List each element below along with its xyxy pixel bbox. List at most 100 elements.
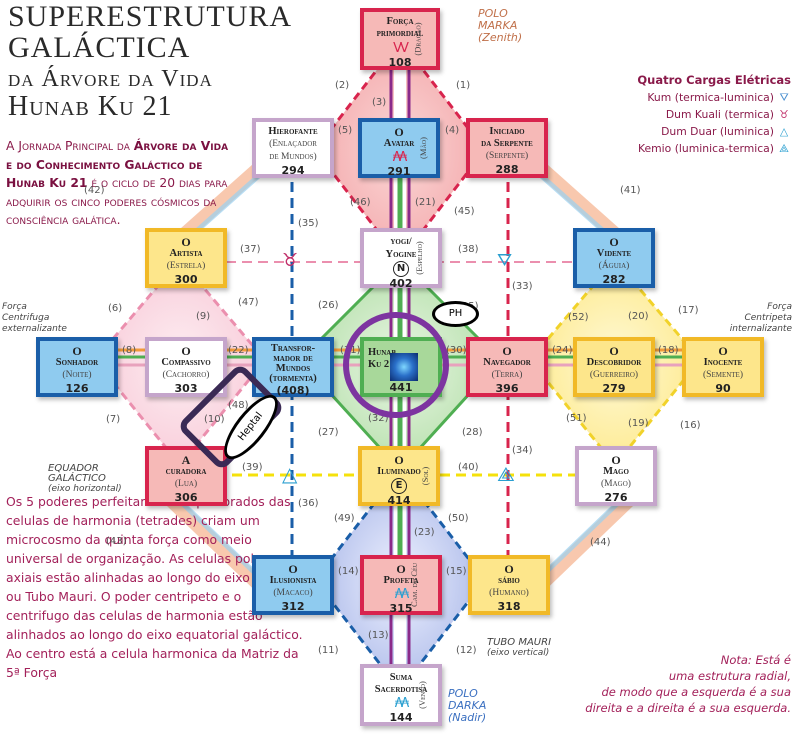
connection-label: (5) (338, 125, 353, 136)
legend-item: Kum (termica-luminica)⛛ (637, 89, 791, 106)
node-yogi-yogine[interactable]: yogi/ Yogine N 402 (Espelho) (360, 228, 442, 290)
node-navegador[interactable]: O Navegador (Terra) 396 (466, 337, 548, 397)
connection-label: (28) (462, 427, 483, 438)
connection-label: (51) (566, 413, 587, 424)
connection-label: (45) (454, 206, 475, 217)
connection-label: (11) (318, 645, 339, 656)
intro-part-2: Árvore da Vida e do Conhecimento Galácti… (6, 139, 229, 191)
connection-label: (46) (350, 197, 371, 208)
intro-part-3: é o ciclo de 20 dias para adquirir os ci… (6, 176, 228, 228)
connection-label: (23) (414, 527, 435, 538)
legend-item: Dum Kuali (termica) ♉ (637, 106, 791, 123)
hunab-ku-emblem-icon (390, 353, 418, 381)
node-vidente[interactable]: O Vidente (Águia) 282 (573, 228, 655, 288)
node-hierofante[interactable]: Hierofante (Enlaçador de Mundos) 294 (252, 118, 334, 178)
node-inocente[interactable]: O Inocente (Semente) 90 (682, 337, 764, 397)
title-line-3: da Árvore da Vida (8, 66, 213, 92)
node-artista[interactable]: O Artista (Estrela) 300 (145, 228, 227, 288)
node-ilusionista[interactable]: O Ilusionista (Macaco) 312 (252, 555, 334, 615)
kum-icon: ⛛ (779, 91, 789, 104)
connection-label: (49) (334, 513, 355, 524)
node-curadora[interactable]: A curadora (Lua) 306 (145, 446, 227, 506)
title-line-1: SUPERESTRUTURA (8, 0, 293, 33)
connection-label: (40) (458, 462, 479, 473)
node-suma-sacerdotisa[interactable]: Suma Sacerdotisa ₳₳ 144 (Vento) (360, 664, 442, 726)
connection-label: (15) (446, 566, 467, 577)
connection-label: (27) (318, 427, 339, 438)
connection-label: (6) (108, 303, 123, 314)
node-sonhador[interactable]: O Sonhador (Noite) 126 (36, 337, 118, 397)
legend-label: Dum Duar (luminica) (661, 125, 774, 138)
connection-label: (26) (318, 300, 339, 311)
connection-label: (7) (106, 414, 121, 425)
connection-label: (21) (415, 197, 436, 208)
connection-label: (43) (106, 536, 127, 547)
node-avatar[interactable]: O Avatar ₳₳ 291 (Mão) (358, 118, 440, 178)
connection-label: (41) (620, 185, 641, 196)
connection-label: (17) (678, 305, 699, 316)
dum-duar-icon: △ (282, 462, 298, 486)
connection-label: (8) (122, 345, 137, 356)
connection-label: (30) (446, 345, 467, 356)
node-iniciado-serpente[interactable]: Iniciado da Serpente (Serpente) 288 (466, 118, 548, 178)
connection-label: (39) (242, 462, 263, 473)
connection-label: (10) (204, 414, 225, 425)
legend-label: Dum Kuali (termica) (665, 108, 774, 121)
connection-label: (38) (458, 244, 479, 255)
connection-label: (1) (456, 80, 471, 91)
connection-label: (2) (335, 80, 350, 91)
glyph-icon: ₳₳ (394, 587, 410, 602)
node-descobridor[interactable]: O Descobridor (Guerreiro) 279 (573, 337, 655, 397)
dum-duar-icon: △ (779, 125, 789, 138)
connection-label: (37) (240, 244, 261, 255)
glyph-icon: E (391, 478, 407, 494)
node-mago[interactable]: O Mago (Mago) 276 (575, 446, 657, 506)
node-compassivo[interactable]: O Compassivo (Cachorro) 303 (145, 337, 227, 397)
glyph-icon: VV (393, 41, 409, 56)
node-forca-primordial[interactable]: Força primordial VV 108 (Dragão) (360, 8, 440, 70)
dum-kuali-icon: ♉ (779, 108, 789, 121)
connection-label: (14) (338, 566, 359, 577)
glyph-icon: ₳₳ (392, 150, 408, 165)
connection-label: (44) (590, 537, 611, 548)
legend-title: Quatro Cargas Elétricas (637, 73, 791, 87)
title-line-2: GALÁCTICA (8, 31, 191, 64)
connection-label: (16) (680, 420, 701, 431)
description-paragraph: Os 5 poderes perfeitamente equili-brados… (6, 494, 303, 680)
connection-label: (9) (196, 311, 211, 322)
page-title: SUPERESTRUTURA GALÁCTICA da Árvore da Vi… (8, 2, 292, 121)
connection-label: (33) (512, 281, 533, 292)
ph-annotation: PH (432, 301, 479, 327)
connection-label: (4) (445, 125, 460, 136)
node-transformador[interactable]: Transfor- mador de Mundos (tormenta) (40… (252, 337, 334, 397)
kemio-icon: ⟁ (779, 142, 789, 155)
connection-label: (52) (568, 312, 589, 323)
connection-label: (48) (228, 400, 249, 411)
intro-part-1: A Jornada Principal da (6, 139, 130, 153)
highlight-circle (343, 312, 449, 418)
legend: Quatro Cargas Elétricas Kum (termica-lum… (637, 72, 791, 157)
kemio-icon: ⟁ (497, 462, 515, 486)
connection-label: (47) (238, 297, 259, 308)
node-iluminado[interactable]: O Iluminado E 414 (Sol) (358, 446, 440, 507)
connection-label: (3) (372, 97, 387, 108)
node-profeta[interactable]: O Profeta ₳₳ 315 Cam. do Céu (360, 555, 442, 615)
connection-label: (20) (628, 311, 649, 322)
connection-label: (18) (658, 345, 679, 356)
connection-label: (34) (512, 445, 533, 456)
tubo-mauri-label: TUBO MAURI(eixo vertical) (487, 637, 552, 658)
connection-label: (50) (448, 513, 469, 524)
legend-label: Kemio (luminica-termica) (637, 142, 774, 155)
node-sabio[interactable]: O sábio (Humano) 318 (468, 555, 550, 615)
legend-item: Dum Duar (luminica) △ (637, 123, 791, 140)
connection-label: (42) (84, 185, 105, 196)
connection-label: (19) (628, 418, 649, 429)
legend-item: Kemio (luminica-termica) ⟁ (637, 140, 791, 157)
connection-label: (32) (368, 413, 389, 424)
